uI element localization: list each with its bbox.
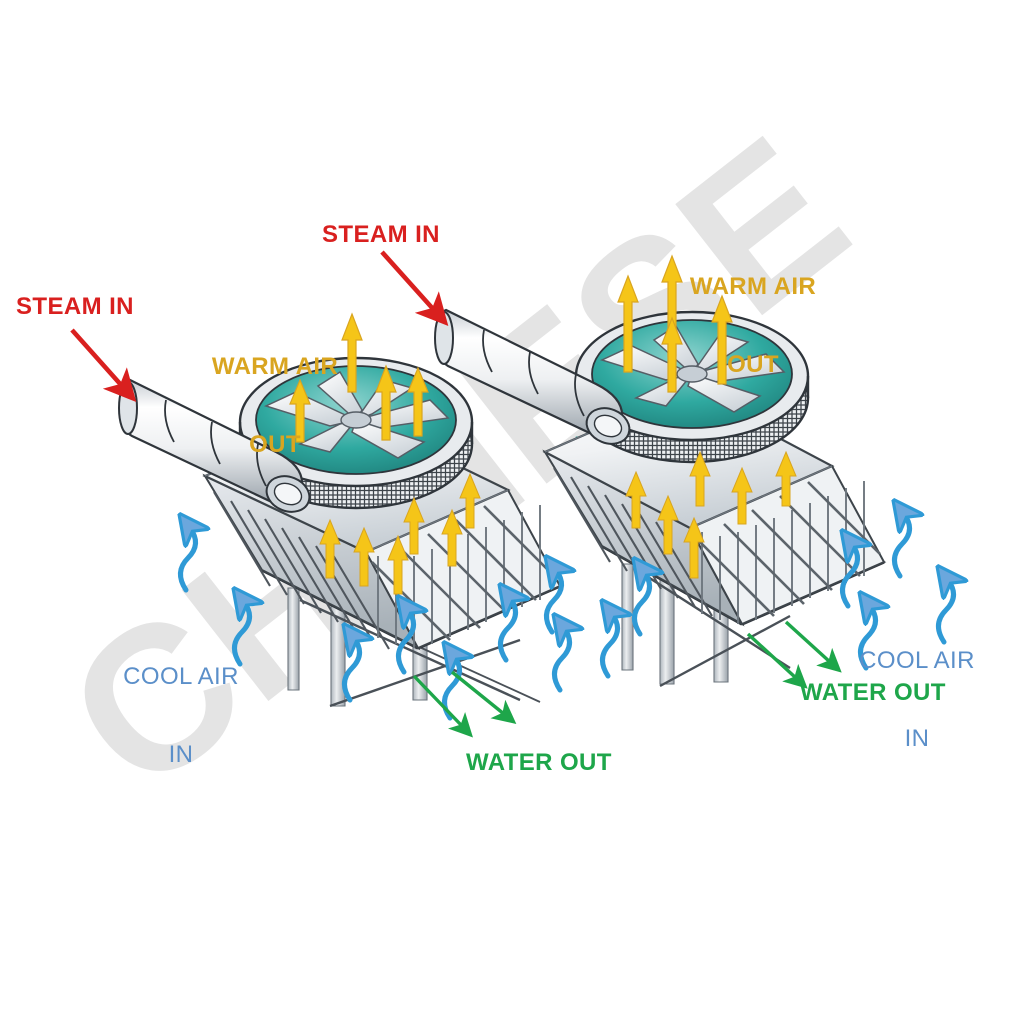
label-cool-air-in-left: COOL AIR IN — [112, 612, 250, 819]
label-line-1: WARM AIR — [211, 352, 339, 380]
warm-air-internal-arrows-left — [319, 472, 481, 595]
label-line-2: IN — [904, 724, 930, 752]
tower-left-louvers-front — [213, 491, 390, 650]
tower-left-fan-blades — [263, 370, 450, 459]
label-line-1: COOL AIR — [123, 662, 239, 690]
water-out-arrows-right — [746, 620, 842, 689]
tower-right-diagonal-braces — [695, 481, 881, 617]
label-line-2: IN — [168, 740, 194, 768]
label-warm-air-out-left: WARM AIR OUT — [200, 302, 350, 509]
cool-air-in-arrows-right — [842, 514, 953, 671]
label-cool-air-in-right: COOL AIR IN — [848, 596, 986, 803]
water-out-arrows-left — [412, 670, 517, 738]
cool-air-in-arrows-center — [500, 570, 649, 693]
warm-air-out-arrows-left — [289, 312, 429, 443]
warm-air-out-arrows-right — [617, 254, 733, 393]
warm-air-internal-arrows-right — [625, 450, 797, 579]
cool-air-in-arrows-left — [180, 528, 459, 721]
label-warm-air-out-right: WARM AIR OUT — [678, 222, 828, 429]
label-steam-in-left: STEAM IN — [16, 293, 134, 320]
tower-right — [434, 308, 887, 688]
label-line-2: OUT — [727, 350, 779, 378]
steam-in-arrows — [70, 250, 449, 403]
label-line-1: COOL AIR — [859, 646, 975, 674]
label-water-out-left: WATER OUT — [466, 749, 612, 776]
label-steam-in-right: STEAM IN — [322, 221, 440, 248]
label-line-2: OUT — [249, 430, 301, 458]
label-water-out-right: WATER OUT — [800, 679, 946, 706]
label-line-1: WARM AIR — [689, 272, 817, 300]
